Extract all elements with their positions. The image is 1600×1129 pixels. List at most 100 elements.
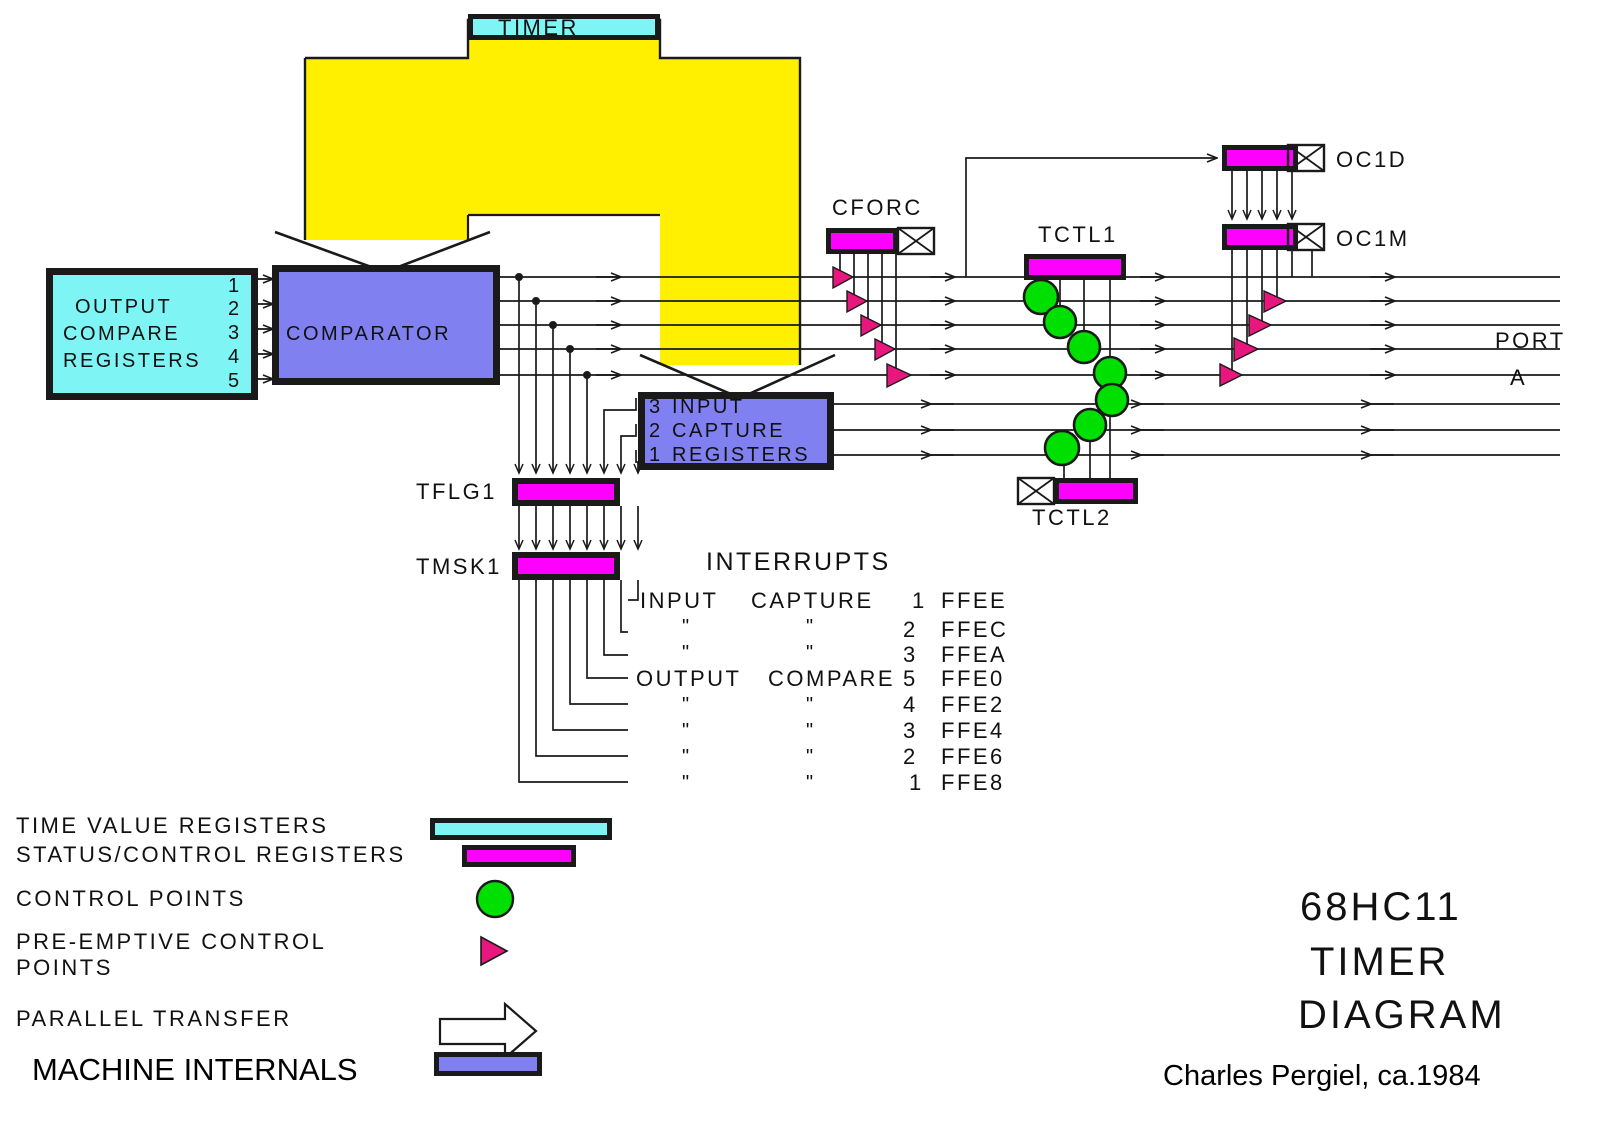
interrupt-row-name-left-7: " (682, 772, 692, 794)
title-line-3: DIAGRAM (1298, 993, 1506, 1037)
tctl2-label: TCTL2 (1032, 505, 1112, 530)
tmsk1-to-interrupts-lines (518, 580, 639, 783)
oc1d-register-block[interactable]: OC1D (1222, 143, 1407, 173)
output-compare-registers-label-3: REGISTERS (63, 350, 201, 372)
interrupt-row-vector-6: FFE6 (941, 744, 1005, 769)
interrupt-row-name-left-6: " (682, 746, 692, 768)
interrupt-row-vector-2: FFEA (941, 642, 1007, 667)
legend-label-5: MACHINE INTERNALS (32, 1052, 358, 1087)
ocr-to-comparator-arrows (258, 279, 272, 379)
input-capture-registers-label-2: CAPTURE (672, 420, 785, 442)
cforc-preemptive-control-points[interactable] (832, 265, 913, 389)
interrupt-row-name-left-1: " (682, 616, 692, 638)
input-capture-registers-label-1: INPUT (672, 396, 745, 418)
preemptive-control-point-swatch (480, 935, 509, 967)
tctl2-register-block[interactable]: TCTL2 (1016, 476, 1138, 530)
interrupt-row-name-right-7: " (806, 772, 816, 794)
interrupt-row-channel-3: 5 (903, 666, 918, 691)
interrupt-row-name-left-3: OUTPUT (636, 666, 741, 691)
oc-channel-number-3: 3 (228, 322, 242, 344)
bus-to-tflg1-drops (514, 277, 643, 475)
legend-label-2: CONTROL POINTS (16, 886, 246, 911)
interrupt-row-name-right-2: " (806, 642, 816, 664)
interrupt-row-name-left-4: " (682, 694, 692, 716)
legend-label-3b: POINTS (16, 955, 113, 980)
control-points[interactable] (1022, 278, 1130, 467)
interrupt-row-name-left-2: " (682, 642, 692, 664)
legend-label-3: PRE-EMPTIVE CONTROL (16, 929, 326, 954)
oc1d-to-oc1m-lines (1227, 171, 1297, 221)
title-line-1: 68HC11 (1300, 885, 1462, 929)
title-line-2: TIMER (1310, 940, 1449, 984)
oc-channel-number-5: 5 (228, 370, 242, 392)
interrupt-row-name-right-0: CAPTURE (751, 588, 874, 613)
cforc-label: CFORC (832, 195, 923, 220)
legend-label-0: TIME VALUE REGISTERS (16, 813, 328, 838)
ic-channel-number-2: 2 (649, 420, 663, 442)
ic-channel-number-3: 3 (649, 396, 663, 418)
interrupt-row-channel-2: 3 (903, 642, 918, 667)
cforc-control-lines (839, 254, 897, 375)
bus-to-oc1d-route (965, 158, 1216, 277)
comparator-label: COMPARATOR (286, 323, 451, 345)
output-compare-registers-block[interactable]: OUTPUT COMPARE REGISTERS 1 2 3 4 5 (46, 268, 258, 400)
interrupt-row-vector-4: FFE2 (941, 692, 1005, 717)
timer-register-label: TIMER (498, 15, 579, 40)
port-label-line1: PORT (1495, 328, 1566, 353)
interrupts-heading: INTERRUPTS (706, 548, 891, 576)
interrupt-row-name-right-3: COMPARE (768, 666, 895, 691)
tmsk1-register-block[interactable]: TMSK1 (416, 552, 620, 580)
input-capture-registers-block[interactable]: 3 2 1 INPUT CAPTURE REGISTERS (638, 392, 834, 470)
signal-bus-arrowheads (596, 277, 1394, 455)
interrupt-row-vector-7: FFE8 (941, 770, 1005, 795)
port-label-line2: A (1510, 365, 1527, 390)
parallel-transfer-swatch (438, 1001, 538, 1061)
interrupt-row-channel-0: 1 (912, 588, 927, 613)
oc1m-control-lines (1231, 250, 1313, 375)
interrupt-row-channel-7: 1 (909, 770, 924, 795)
output-compare-registers-label-1: OUTPUT (75, 296, 172, 318)
interrupt-row-channel-4: 4 (903, 692, 918, 717)
interrupt-row-vector-0: FFEE (941, 588, 1007, 613)
tflg1-to-tmsk1-drops (514, 506, 643, 551)
interrupt-row-name-left-5: " (682, 720, 692, 742)
tctl1-label: TCTL1 (1038, 222, 1118, 247)
tmsk1-label: TMSK1 (416, 554, 502, 579)
legend: TIME VALUE REGISTERS STATUS/CONTROL REGI… (16, 813, 612, 1087)
port-a-label: PORT A (1495, 328, 1566, 390)
tctl1-register-block[interactable]: TCTL1 (1024, 222, 1126, 280)
interrupt-row-vector-1: FFEC (941, 617, 1008, 642)
interrupt-row-name-right-4: " (806, 694, 816, 716)
legend-label-1: STATUS/CONTROL REGISTERS (16, 842, 406, 867)
interrupt-row-channel-5: 3 (903, 718, 918, 743)
oc1m-label: OC1M (1336, 226, 1410, 251)
timer-register-block[interactable]: TIMER (468, 14, 660, 40)
input-capture-registers-label-3: REGISTERS (672, 444, 810, 466)
interrupt-row-name-right-6: " (806, 746, 816, 768)
control-point-swatch (475, 879, 515, 919)
oc1m-register-block[interactable]: OC1M (1222, 222, 1410, 252)
interrupt-row-name-right-1: " (806, 616, 816, 638)
interrupt-row-channel-1: 2 (903, 617, 918, 642)
interrupt-row-name-right-5: " (806, 720, 816, 742)
title-block: 68HC11 TIMER DIAGRAM Charles Pergiel, ca… (1163, 885, 1506, 1092)
oc1m-preemptive-control-points[interactable] (1219, 289, 1288, 388)
output-compare-registers-label-2: COMPARE (63, 323, 180, 345)
oc-channel-number-4: 4 (228, 346, 242, 368)
oc-channel-number-1: 1 (228, 275, 242, 297)
comparator-block[interactable]: COMPARATOR (272, 265, 500, 385)
tflg1-label: TFLG1 (416, 479, 497, 504)
interrupt-row-name-left-0: INPUT (640, 588, 719, 613)
status-control-register-swatch (462, 845, 576, 867)
ic-channel-number-1: 1 (649, 444, 663, 466)
interrupts-table: INTERRUPTS INPUT CAPTURE 1 FFEE " " 2 FF… (636, 548, 1008, 795)
oc1d-label: OC1D (1336, 147, 1407, 172)
title-credit: Charles Pergiel, ca.1984 (1163, 1060, 1481, 1092)
cforc-register-block[interactable]: CFORC (826, 195, 936, 256)
time-value-register-swatch (430, 818, 612, 840)
oc-channel-number-2: 2 (228, 298, 242, 320)
tflg1-register-block[interactable]: TFLG1 (416, 478, 620, 506)
machine-internals-swatch (434, 1052, 542, 1076)
legend-label-4: PARALLEL TRANSFER (16, 1006, 292, 1031)
interrupt-row-vector-3: FFE0 (941, 666, 1005, 691)
